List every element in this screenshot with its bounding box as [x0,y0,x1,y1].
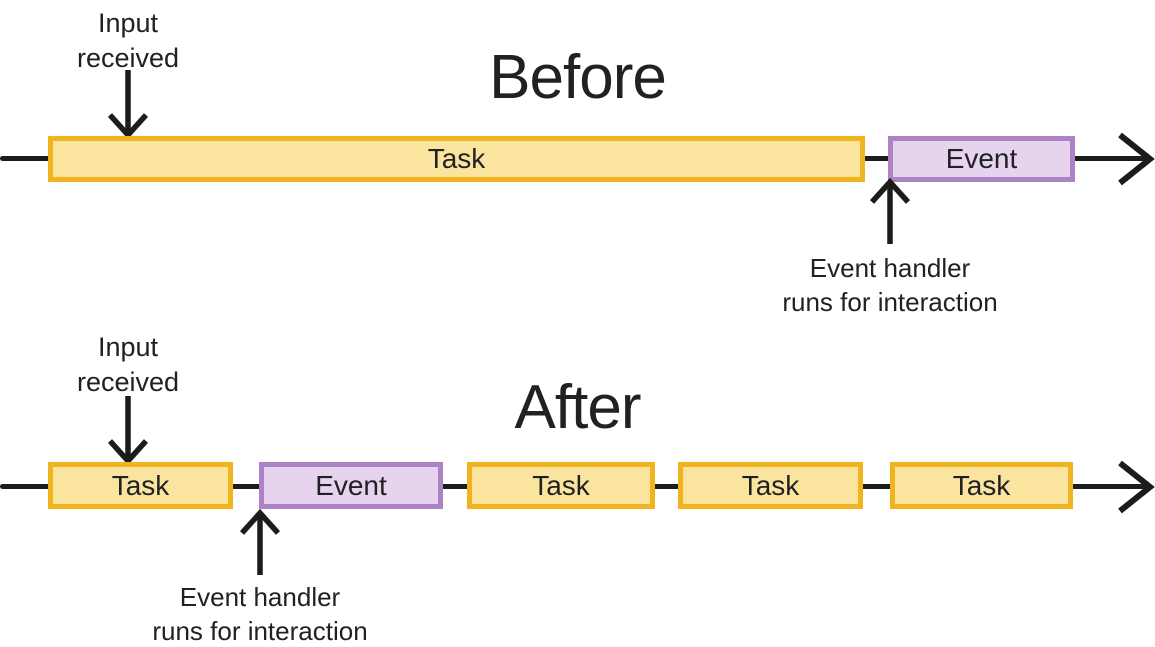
after-input-label: Input received [28,330,228,400]
before-handler-label-line2: runs for interaction [782,287,998,317]
after-task-bar-1-label: Task [111,469,170,501]
before-task-bar: Task [48,136,865,182]
after-timeline-arrowhead-icon [1118,460,1155,514]
after-handler-label: Event handler runs for interaction [110,580,410,647]
after-input-label-line2: received [76,367,180,397]
after-handler-label-line2: runs for interaction [152,616,368,646]
before-input-down-arrow-icon [107,70,149,140]
before-handler-label: Event handler runs for interaction [740,251,1040,319]
before-title: Before [489,43,667,112]
before-handler-label-line1: Event handler [809,253,971,283]
after-task-bar-3-label: Task [741,469,800,501]
after-task-bar-4: Task [890,462,1073,509]
before-timeline-arrowhead-icon [1118,132,1155,186]
before-event-bar-label: Event [945,143,1018,174]
after-event-bar: Event [259,462,443,509]
after-title: After [514,373,642,442]
after-handler-up-arrow-icon [239,508,281,575]
after-input-label-line1: Input [97,332,159,362]
before-input-label: Input received [28,6,228,76]
before-handler-up-arrow-icon [869,177,911,244]
after-input-down-arrow-icon [107,396,149,466]
before-input-label-line1: Input [97,8,159,38]
before-event-bar: Event [888,136,1075,182]
before-task-bar-label: Task [427,143,486,174]
after-task-bar-2: Task [467,462,655,509]
after-task-bar-1: Task [48,462,233,509]
after-handler-label-line1: Event handler [179,582,341,612]
before-input-label-line2: received [76,43,180,73]
after-task-bar-2-label: Task [532,469,590,501]
after-event-bar-label: Event [315,469,387,501]
after-task-bar-3: Task [678,462,863,509]
after-task-bar-4-label: Task [952,469,1011,501]
